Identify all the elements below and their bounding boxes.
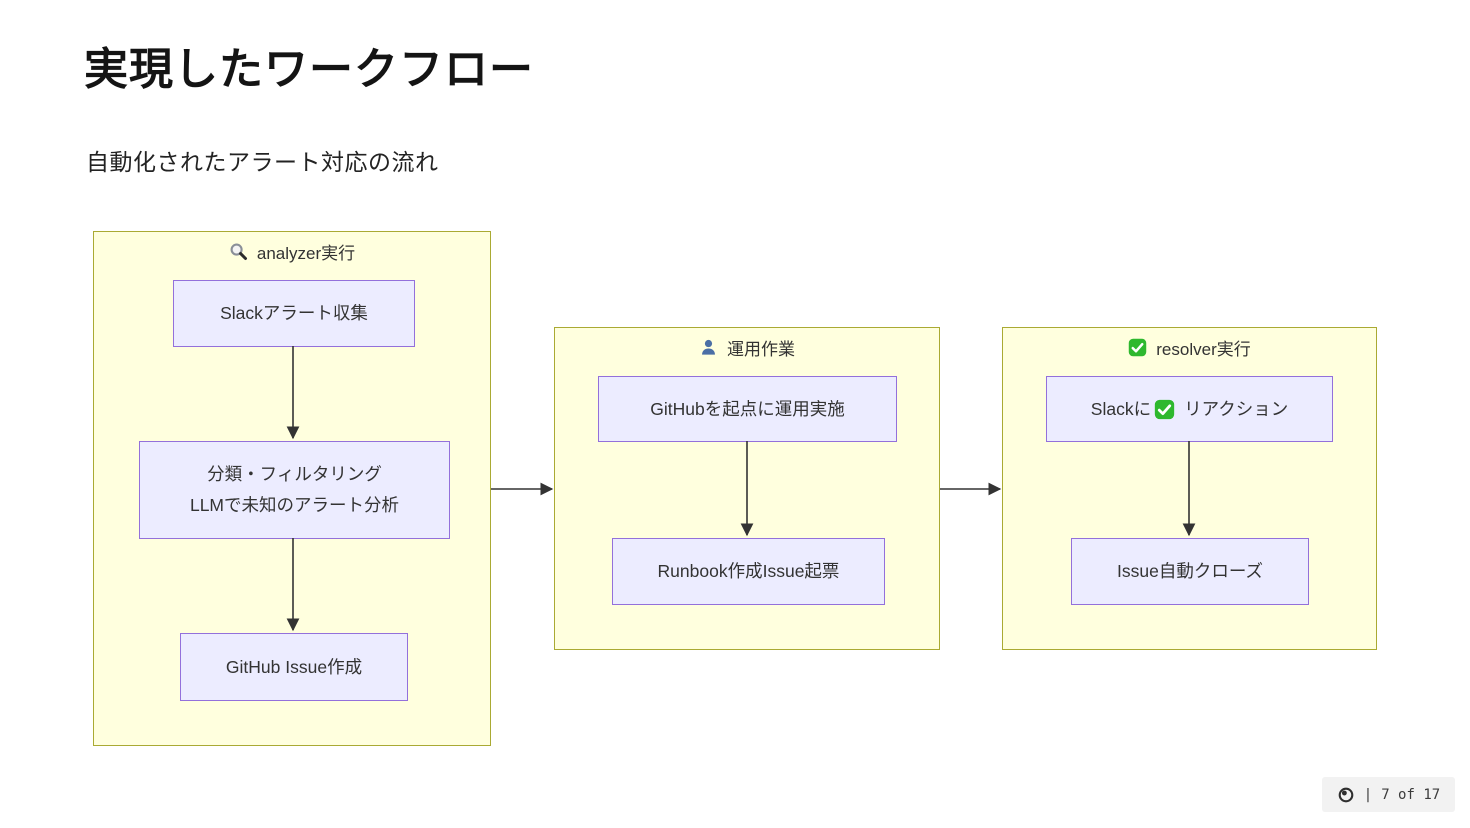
check-icon <box>1129 338 1147 357</box>
page-indicator-separator: | <box>1363 786 1373 803</box>
group-resolver-header: resolver実行 <box>1003 335 1376 360</box>
node-label-after: リアクション <box>1184 398 1289 419</box>
node-issue-autoclose: Issue自動クローズ <box>1071 538 1309 605</box>
node-slack-alert-collect: Slackアラート収集 <box>173 280 415 347</box>
page-title: 実現したワークフロー <box>84 45 534 94</box>
node-github-ops: GitHubを起点に運用実施 <box>598 376 897 442</box>
node-classify-filter-llm: 分類・フィルタリング LLMで未知のアラート分析 <box>139 441 450 539</box>
group-operation-title: 運用作業 <box>727 340 795 359</box>
node-label: Slackアラート収集 <box>220 303 368 324</box>
node-slack-reaction: Slackに リアクション <box>1046 376 1333 442</box>
page-subtitle: 自動化されたアラート対応の流れ <box>86 149 439 175</box>
group-resolver-title: resolver実行 <box>1156 340 1251 359</box>
node-runbook-issue: Runbook作成Issue起票 <box>612 538 885 605</box>
node-label-before: Slackに <box>1090 398 1152 419</box>
node-label-line2: LLMで未知のアラート分析 <box>189 495 400 515</box>
node-label: GitHubを起点に運用実施 <box>650 398 845 419</box>
page-indicator[interactable]: | 7 of 17 <box>1322 777 1455 812</box>
node-label: Issue自動クローズ <box>1117 561 1263 582</box>
node-label-line1: 分類・フィルタリング <box>207 464 382 485</box>
node-label-row: Slackに リアクション <box>1091 394 1288 425</box>
group-analyzer: analyzer実行 Slackアラート収集 分類・フィルタリング LLMで未知… <box>93 231 491 746</box>
group-resolver: resolver実行 Slackに リアクション Issue自動クローズ <box>1002 327 1377 650</box>
node-label: Runbook作成Issue起票 <box>657 561 840 582</box>
magnifier-icon <box>230 243 247 260</box>
page-indicator-text: 7 of 17 <box>1381 786 1441 803</box>
node-label: GitHub Issue作成 <box>225 656 363 677</box>
node-github-issue-create: GitHub Issue作成 <box>180 633 408 701</box>
person-icon <box>702 339 715 355</box>
group-analyzer-header: analyzer実行 <box>94 239 490 264</box>
check-icon <box>1154 399 1175 419</box>
group-operation-header: 運用作業 <box>555 335 939 360</box>
group-analyzer-title: analyzer実行 <box>256 244 356 263</box>
record-icon[interactable] <box>1337 786 1355 804</box>
group-operation: 運用作業 GitHubを起点に運用実施 Runbook作成Issue起票 <box>554 327 940 650</box>
